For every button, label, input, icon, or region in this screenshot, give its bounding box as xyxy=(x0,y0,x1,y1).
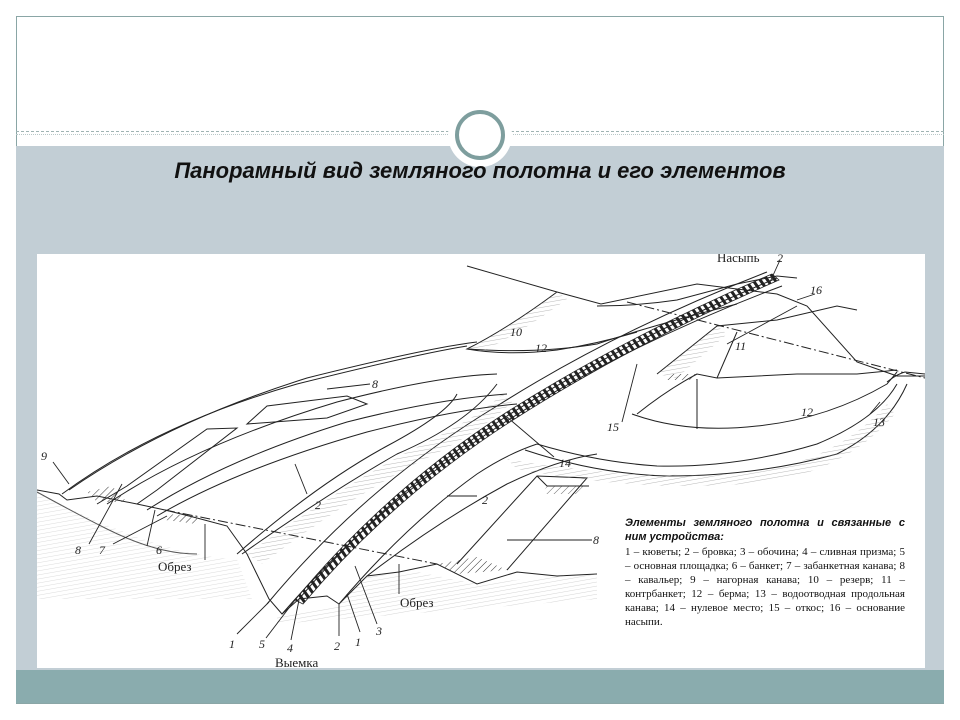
label-2-top: 2 xyxy=(777,254,783,265)
label-11: 11 xyxy=(735,339,746,353)
label-8-top: 8 xyxy=(372,377,378,391)
label-7: 7 xyxy=(99,543,106,557)
label-8-right: 8 xyxy=(593,533,599,547)
label-13: 13 xyxy=(873,415,885,429)
label-12-lower: 12 xyxy=(801,405,813,419)
label-9: 9 xyxy=(41,449,47,463)
label-4: 4 xyxy=(287,641,293,655)
label-2-left: 2 xyxy=(315,498,321,512)
label-5: 5 xyxy=(259,637,265,651)
label-2-right: 2 xyxy=(482,493,488,507)
slide-title: Панорамный вид земляного полотна и его э… xyxy=(174,158,786,183)
label-3: 3 xyxy=(375,624,382,638)
label-10: 10 xyxy=(510,325,522,339)
rail-track xyxy=(294,273,780,605)
label-cut-edge-left: Обрез xyxy=(158,559,192,574)
roadbed-drawing: 8 10 12 11 12 13 16 2 15 14 2 2 8 9 8 7 … xyxy=(37,254,925,668)
roadbed-diagram: 8 10 12 11 12 13 16 2 15 14 2 2 8 9 8 7 … xyxy=(37,254,925,668)
leader-lines xyxy=(52,259,881,641)
footer-bar xyxy=(16,670,944,703)
label-1-left: 1 xyxy=(229,637,235,651)
label-6: 6 xyxy=(156,543,162,557)
legend-heading: Элементы земляного полотна и связанные с… xyxy=(625,517,905,543)
label-16: 16 xyxy=(810,283,822,297)
legend-caption: Элементы земляного полотна и связанные с… xyxy=(625,516,905,629)
label-8-left: 8 xyxy=(75,543,81,557)
legend-body: 1 – кюветы; 2 – бровка; 3 – обочина; 4 –… xyxy=(625,546,905,628)
label-15: 15 xyxy=(607,420,619,434)
label-2-bottom: 2 xyxy=(334,639,340,653)
label-14: 14 xyxy=(559,456,571,470)
label-cut-edge-right: Обрез xyxy=(400,595,434,610)
label-1-right: 1 xyxy=(355,635,361,649)
ring-ornament xyxy=(455,110,505,160)
label-embankment: Насыпь xyxy=(717,254,760,265)
label-12-upper: 12 xyxy=(535,341,547,355)
label-cut: Выемка xyxy=(275,655,319,668)
